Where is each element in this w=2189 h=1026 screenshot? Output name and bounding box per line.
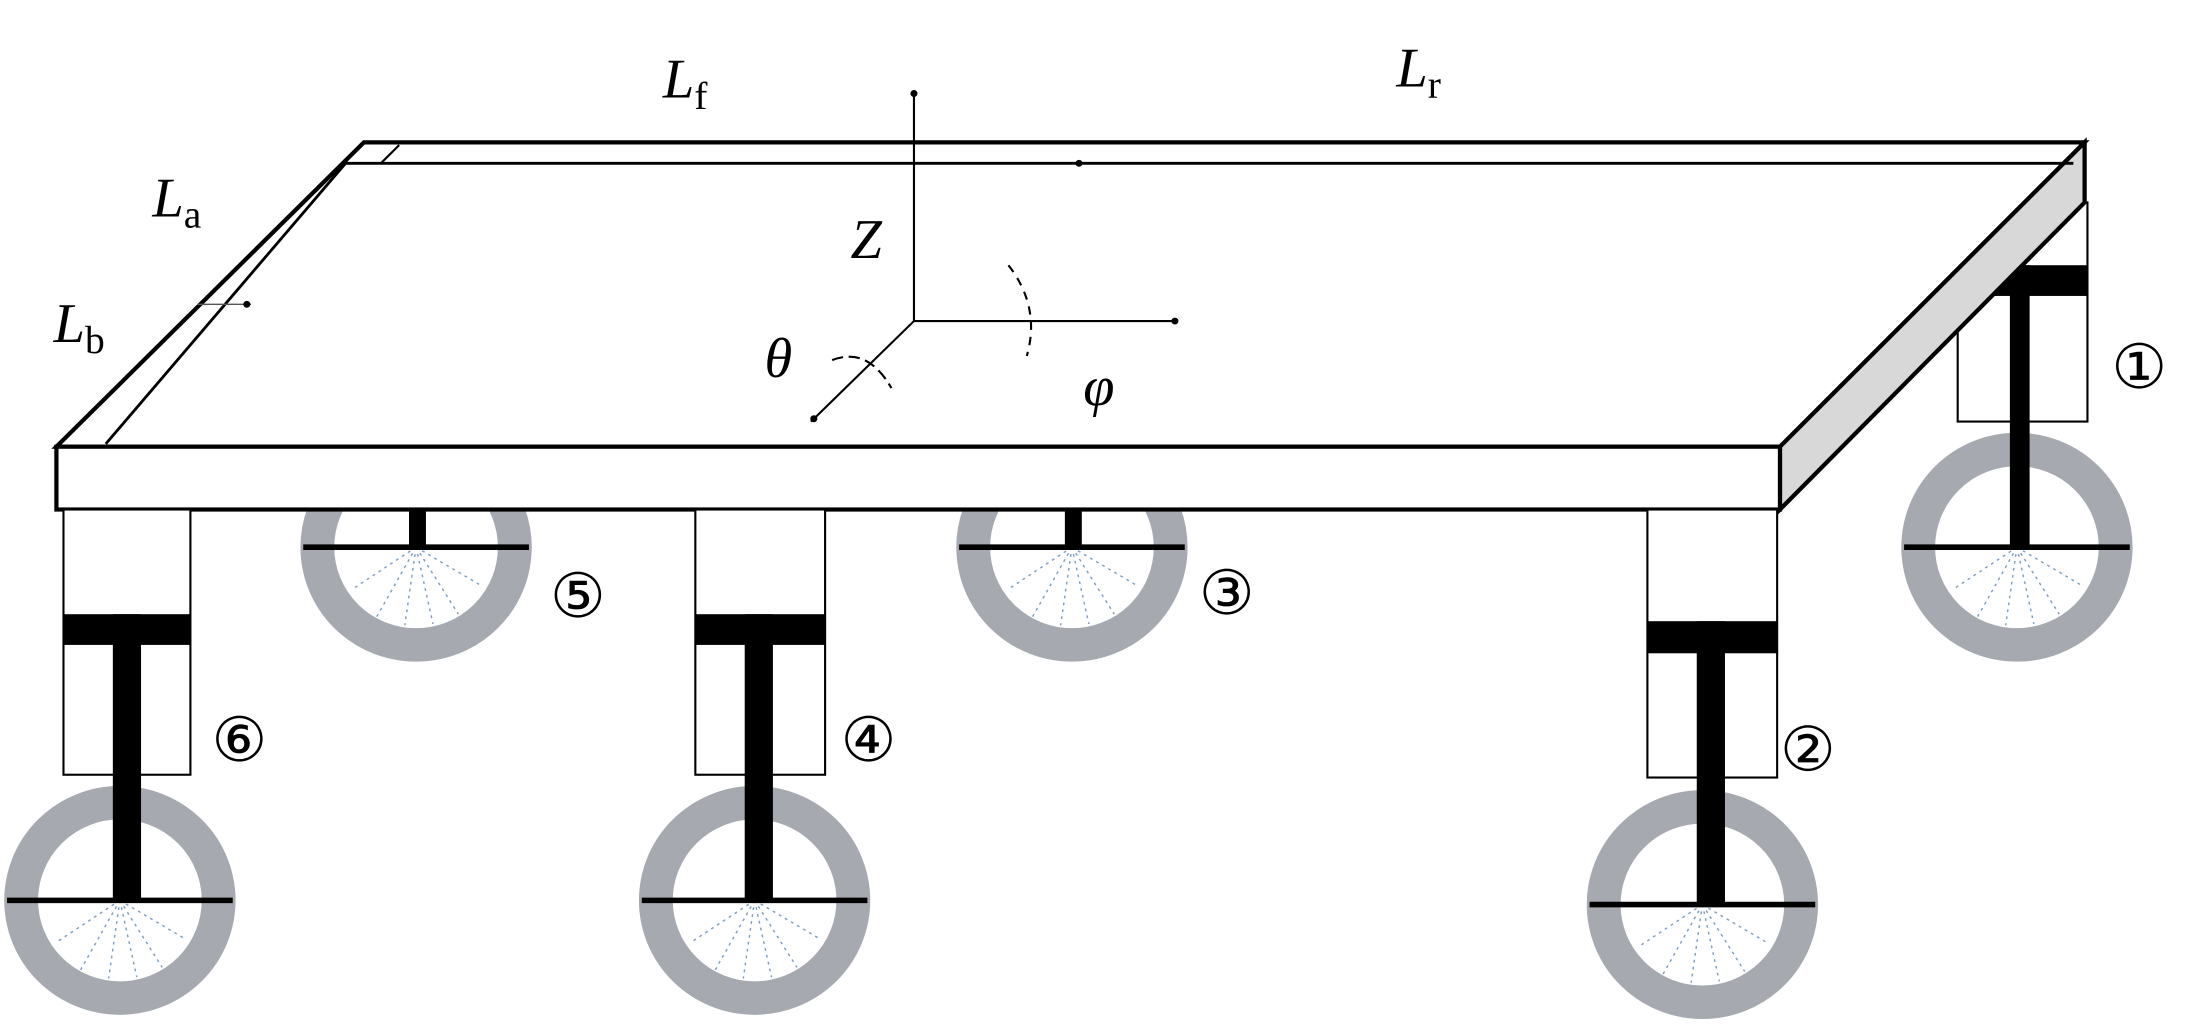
label-theta: θ (764, 328, 792, 390)
wheel-number-6: ⑥ (212, 704, 268, 776)
label-lr: Lr (1395, 38, 1441, 107)
label-la: La (151, 168, 201, 237)
wheel-number-3: ③ (1199, 557, 1255, 629)
label-z-axis: Z (850, 209, 882, 271)
suspension-leg-4 (642, 508, 868, 999)
wheel-number-1: ① (2111, 331, 2167, 403)
label-phi: φ (1083, 356, 1114, 418)
coordinate-axes (810, 90, 1179, 423)
wheel-3 (959, 449, 1185, 644)
wheel-5 (303, 449, 529, 644)
label-lf: Lf (662, 49, 708, 118)
label-lb: Lb (53, 293, 105, 362)
wheel-number-4: ④ (841, 704, 897, 776)
vehicle-platform (51, 137, 2090, 515)
suspension-leg-6 (7, 508, 233, 999)
wheel-number-5: ⑤ (550, 560, 606, 632)
wheel-number-2: ② (1780, 714, 1836, 786)
suspension-leg-2 (1590, 508, 1816, 1003)
